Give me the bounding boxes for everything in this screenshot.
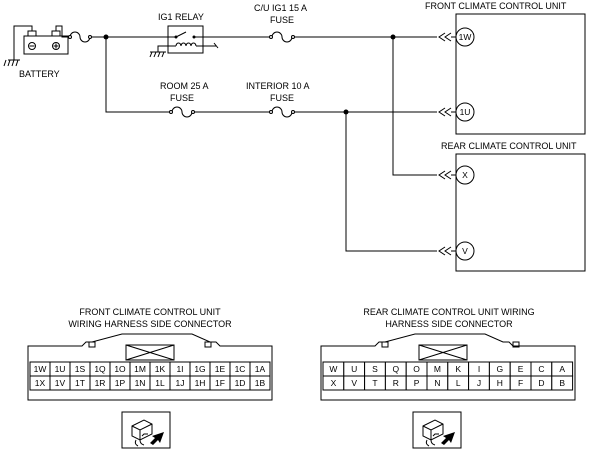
connector-pin-label: G xyxy=(496,364,503,374)
relay-ground xyxy=(149,45,172,58)
connector-pin-label: D xyxy=(538,378,544,388)
connector-pin-label: X xyxy=(331,378,337,388)
connector-pin-label: 1M xyxy=(134,364,146,374)
connector-pin-label: 1Q xyxy=(94,364,106,374)
ig1-relay xyxy=(167,25,219,54)
interior-fuse-label-line2: FUSE xyxy=(270,93,294,103)
connector-pin-label: 1B xyxy=(255,378,266,388)
front-unit-title: FRONT CLIMATE CONTROL UNIT xyxy=(425,1,567,11)
front-climate-control-unit xyxy=(455,13,586,135)
rear-connector-title-line2: HARNESS SIDE CONNECTOR xyxy=(385,319,513,329)
connector-pin-label: N xyxy=(434,378,440,388)
terminal-1u xyxy=(455,102,475,122)
connector-pin-label: C xyxy=(538,364,544,374)
connector-pin-label: S xyxy=(372,364,378,374)
connector-pin-label: L xyxy=(456,378,461,388)
connector-pin-label: V xyxy=(351,378,357,388)
connector-pin-label: K xyxy=(455,364,461,374)
connector-view-icon xyxy=(121,411,171,449)
connector-pin-label: 1E xyxy=(215,364,226,374)
main-fuse xyxy=(55,25,92,43)
connector-pin-label: 1V xyxy=(55,378,66,388)
terminal-x xyxy=(455,165,475,185)
terminal-x-label: X xyxy=(462,170,468,180)
connector-view-icon xyxy=(412,411,462,449)
connector-pin-label: E xyxy=(518,364,524,374)
connector-pin-label: 1A xyxy=(255,364,266,374)
chevron-icon xyxy=(438,170,452,180)
terminal-v xyxy=(455,241,475,261)
relay-label: IG1 RELAY xyxy=(158,12,204,22)
connector-pin-label: O xyxy=(413,364,420,374)
front-connector: 1W 1U 1S 1Q 1O 1M 1K 1I 1G 1E 1C 1A 1X 1V 1T 1R 1P 1N 1L 1J… xyxy=(27,333,273,401)
front-connector-title-line1: FRONT CLIMATE CONTROL UNIT xyxy=(79,307,221,317)
connector-pin-label: U xyxy=(351,364,357,374)
connector-pin-label: 1G xyxy=(194,364,205,374)
rear-x-wire xyxy=(392,37,437,176)
cu-ig1-fuse xyxy=(269,31,295,43)
interior-fuse xyxy=(269,106,295,118)
connector-pin-label: 1P xyxy=(115,378,126,388)
connector-pin-label: 1U xyxy=(55,364,66,374)
connector-pin-label: Q xyxy=(392,364,399,374)
terminal-1u-label: 1U xyxy=(460,107,471,117)
chevron-icon xyxy=(438,246,452,256)
terminal-1w-label: 1W xyxy=(459,32,472,42)
battery-ground-wire xyxy=(3,25,33,67)
room-branch-wire xyxy=(105,37,170,113)
connector-pin-label: T xyxy=(372,378,377,388)
front-connector-title-line2: WIRING HARNESS SIDE CONNECTOR xyxy=(68,319,232,329)
connector-pin-label: 1W xyxy=(34,364,47,374)
connector-pin-label: 1N xyxy=(135,378,146,388)
connector-pin-label: B xyxy=(559,378,565,388)
connector-pin-label: R xyxy=(393,378,399,388)
rear-climate-control-unit xyxy=(455,153,586,272)
rear-unit-title: REAR CLIMATE CONTROL UNIT xyxy=(441,141,577,151)
connector-pin-label: 1C xyxy=(235,364,246,374)
connector-pin-label: H xyxy=(497,378,503,388)
connector-pin-label: 1L xyxy=(155,378,165,388)
connector-pin-label: 1H xyxy=(195,378,206,388)
room-fuse xyxy=(169,106,195,118)
rear-v-wire xyxy=(345,112,437,252)
connector-pin-label: 1I xyxy=(176,364,183,374)
connector-pin-cell xyxy=(249,375,271,391)
connector-pin-label: W xyxy=(329,364,337,374)
connector-pin-label: M xyxy=(434,364,441,374)
rear-connector: W U S Q O M K I G E C A X V T R P N L J H F D B xyxy=(320,333,576,401)
interior-fuse-label-line1: INTERIOR 10 A xyxy=(246,81,310,91)
connector-pin-label: 1O xyxy=(114,364,126,374)
connector-pin-label: 1T xyxy=(75,378,85,388)
chevron-icon xyxy=(438,32,452,42)
connector-pin-label: 1X xyxy=(35,378,46,388)
battery-symbol xyxy=(23,30,69,55)
connector-pin-label: P xyxy=(414,378,420,388)
connector-pin-label: J xyxy=(477,378,481,388)
rear-connector-title-line1: REAR CLIMATE CONTROL UNIT WIRING xyxy=(363,307,534,317)
connector-pin-label: A xyxy=(559,364,565,374)
connector-pin-label: 1R xyxy=(95,378,106,388)
connector-pin-label: 1K xyxy=(155,364,166,374)
connector-pin-label: 1S xyxy=(75,364,86,374)
terminal-v-label: V xyxy=(462,246,468,256)
connector-pin-label: 1F xyxy=(215,378,225,388)
connector-pin-cell xyxy=(551,375,574,391)
connector-pin-label: 1D xyxy=(235,378,246,388)
chevron-icon xyxy=(438,107,452,117)
room-fuse-label-line1: ROOM 25 A xyxy=(160,81,209,91)
cu-fuse-label-line1: C/U IG1 15 A xyxy=(254,3,307,13)
connector-pin-label: F xyxy=(518,378,523,388)
terminal-1w xyxy=(455,27,475,47)
cu-fuse-label-line2: FUSE xyxy=(270,15,294,25)
room-fuse-label-line2: FUSE xyxy=(170,93,194,103)
battery-label: BATTERY xyxy=(19,69,60,79)
connector-pin-label: 1J xyxy=(176,378,185,388)
connector-pin-label: I xyxy=(478,364,480,374)
